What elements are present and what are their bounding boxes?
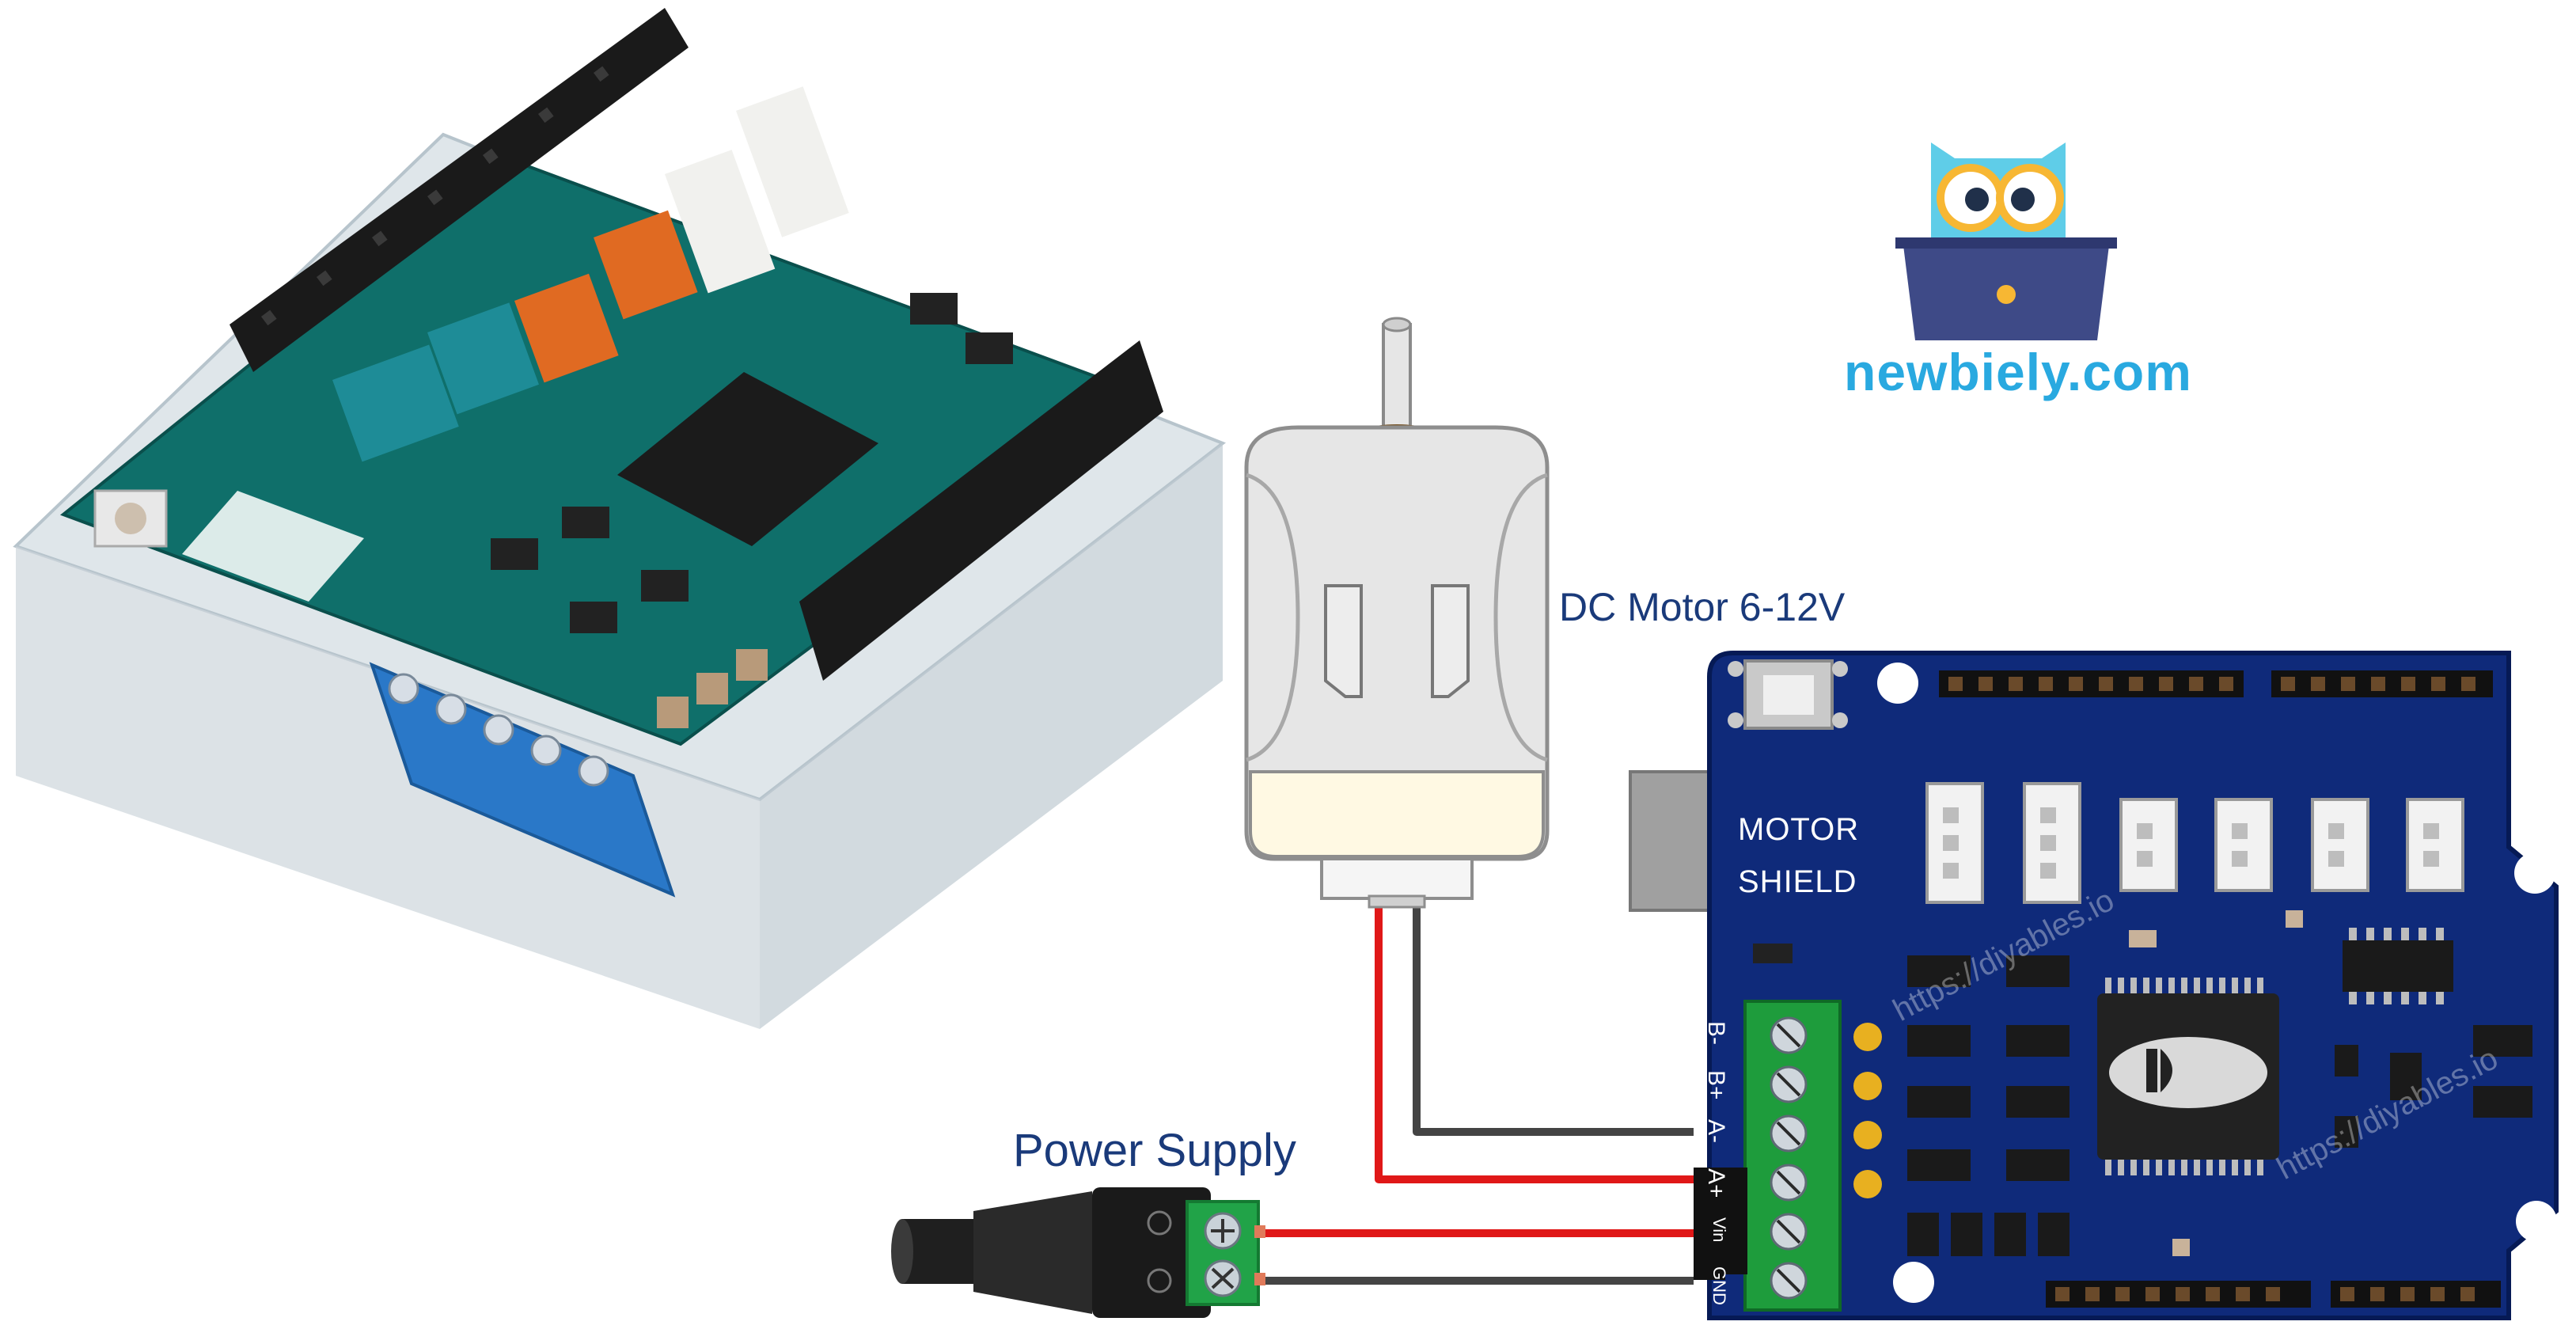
- wire-motor-red: [1375, 898, 1694, 1183]
- dc-motor-icon: [1244, 317, 1550, 909]
- motor-shield-diagram: [1629, 651, 2559, 1320]
- pin-label-a-plus: A+: [1703, 1168, 1729, 1198]
- shield-title-line1: MOTOR: [1738, 812, 1860, 847]
- dc-barrel-jack-icon: [891, 1187, 1265, 1318]
- wire-motor-black: [1413, 898, 1694, 1136]
- motor-label: DC Motor 6-12V: [1559, 585, 1846, 629]
- power-supply-label: Power Supply: [1013, 1125, 1296, 1176]
- shield-title-line2: SHIELD: [1738, 864, 1857, 899]
- pin-label-b-plus: B+: [1703, 1070, 1729, 1100]
- newbiely-owl-logo-icon: [1895, 142, 2117, 340]
- pin-label-vin: Vin: [1709, 1217, 1729, 1243]
- pin-label-a-minus: A-: [1703, 1119, 1729, 1143]
- pin-label-gnd: GND: [1709, 1266, 1729, 1305]
- logo-text: newbiely.com: [1844, 343, 2192, 401]
- wires: [1258, 898, 1694, 1285]
- pin-label-b-minus: B-: [1703, 1021, 1729, 1045]
- arduino-motor-shield-photo: [13, 8, 1227, 1029]
